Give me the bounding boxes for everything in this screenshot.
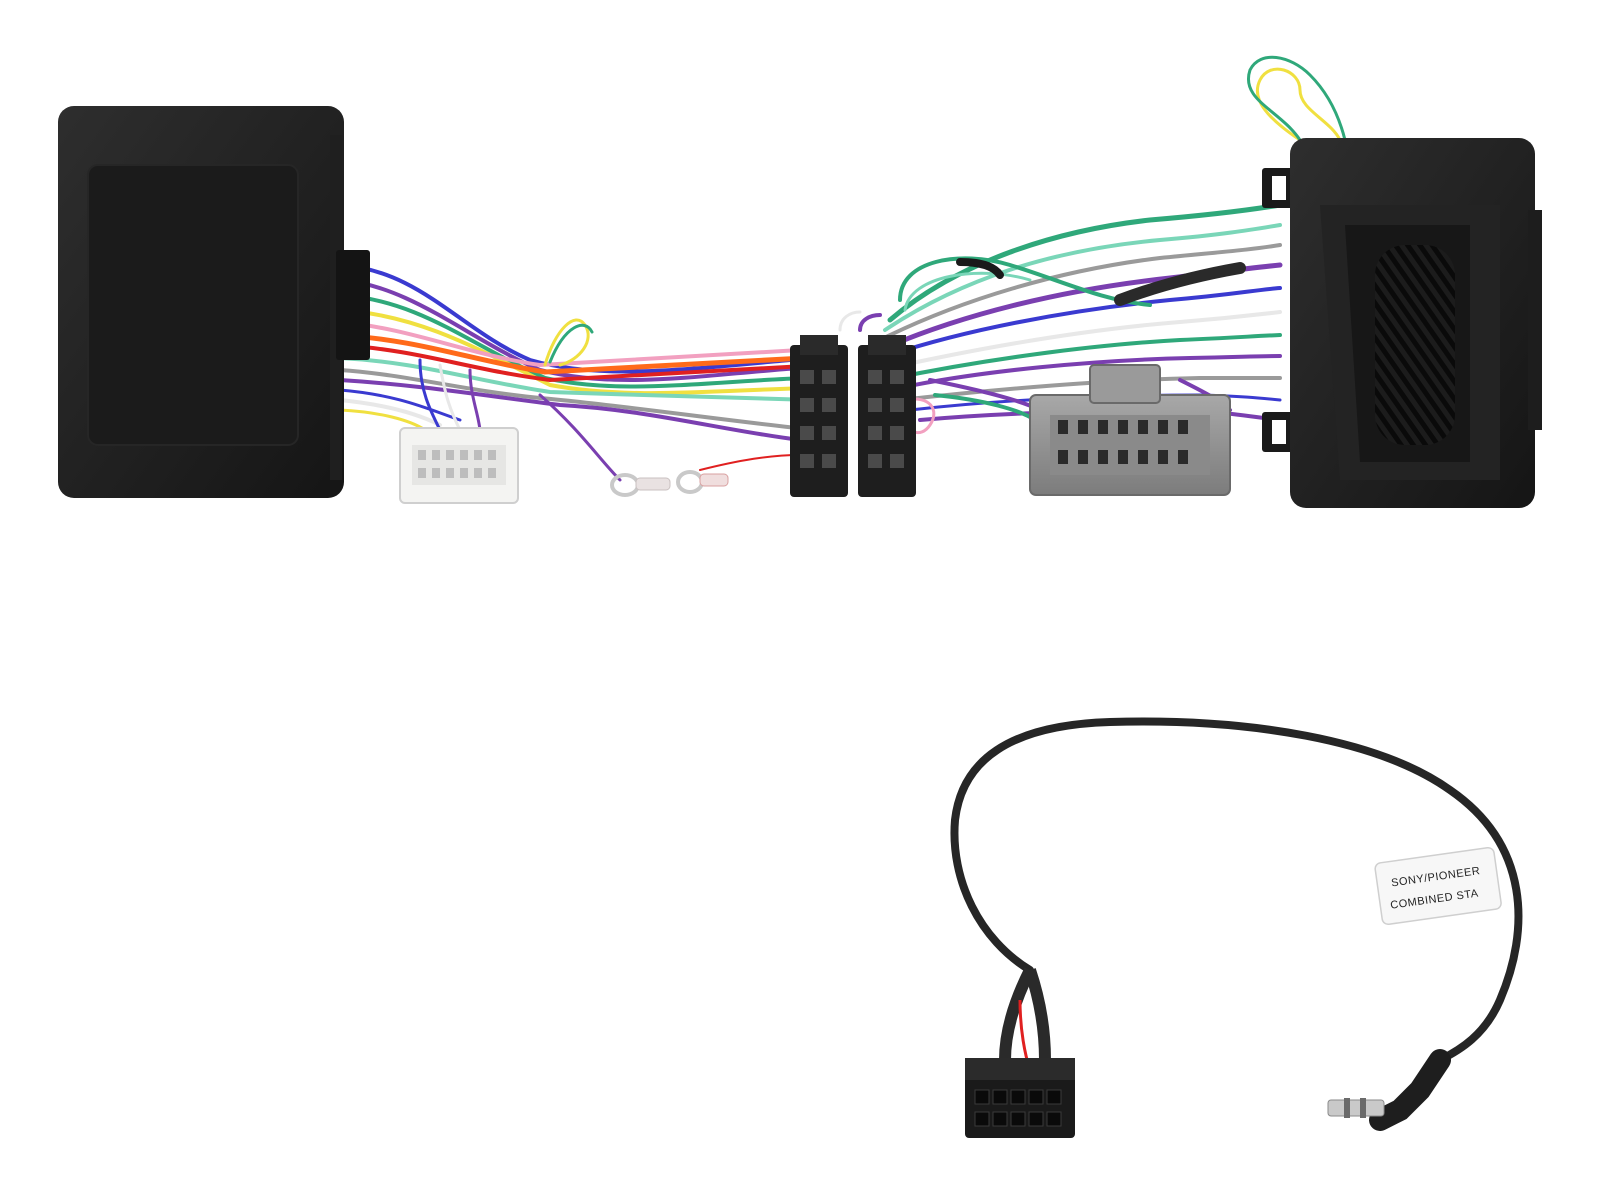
white-multipin-connector — [399, 427, 519, 504]
patch-lead-cable: SONY/PIONEER COMBINED STA — [950, 717, 1523, 1138]
jack-plug — [1327, 1049, 1451, 1131]
interface-module-right — [1262, 138, 1542, 508]
cable-label: SONY/PIONEER COMBINED STA — [1374, 846, 1502, 926]
black-iso-connectors — [790, 335, 916, 497]
interface-module-left — [58, 106, 370, 498]
ring-terminals — [610, 470, 729, 497]
grey-vehicle-connector — [1029, 364, 1231, 496]
molex-connector — [965, 1058, 1075, 1138]
